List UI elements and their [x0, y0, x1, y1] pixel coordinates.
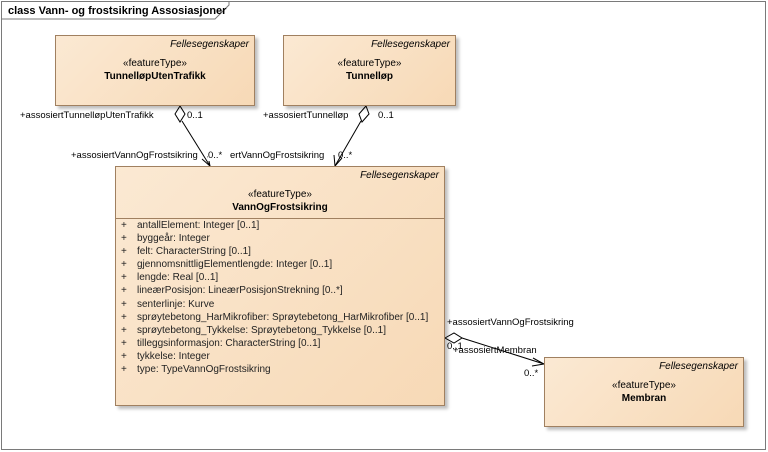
class-package: Fellesegenskaper — [360, 170, 439, 181]
attribute-row[interactable]: + tykkelse: Integer — [120, 350, 428, 363]
attribute-visibility: + — [121, 298, 127, 310]
class-stereotype: «featureType» — [612, 380, 676, 391]
class-stereotype: «featureType» — [123, 58, 187, 69]
attribute-row[interactable]: + tilleggsinformasjon: CharacterString [0… — [120, 337, 428, 350]
attribute-visibility: + — [121, 337, 127, 349]
attribute-row[interactable]: + sprøytebetong_HarMikrofiber: Sprøytebet… — [120, 311, 428, 324]
attribute-text: felt: CharacterString [0..1] — [137, 246, 251, 258]
class-stereotype: «featureType» — [337, 58, 402, 69]
attribute-text: tilleggsinformasjon: CharacterString [0.… — [137, 337, 321, 349]
class-name: Membran — [621, 393, 667, 404]
attribute-visibility: + — [121, 220, 127, 231]
class-name: TunnelløpUtenTrafikk — [104, 71, 206, 82]
attribute-row[interactable]: + sprøytebetong_Tykkelse: Sprøytebetong_T… — [120, 324, 428, 337]
attribute-row[interactable]: + type: TypeVannOgFrostsikring — [120, 363, 428, 376]
assoc-line-tunnellop — [334, 120, 362, 167]
class-membran[interactable]: Fellesegenskaper «featureType» Membran — [544, 357, 744, 427]
class-name: Tunnelløp — [345, 71, 394, 82]
attribute-visibility: + — [121, 272, 127, 284]
attribute-row[interactable]: + senterlinje: Kurve — [120, 298, 428, 311]
attribute-text: tykkelse: Integer — [137, 350, 210, 362]
attribute-visibility: + — [121, 246, 127, 258]
class-vann-og-frostsikring[interactable]: Fellesegenskaper «featureType» VannOgFro… — [115, 166, 445, 406]
attribute-row[interactable]: + gjennomsnittligElementlengde: Integer [… — [120, 258, 428, 271]
role-label-assosiert-tunnellop-uten-trafikk: +assosiertTunnelløpUtenTrafikk — [20, 110, 154, 121]
attribute-visibility: + — [121, 233, 127, 245]
attribute-row[interactable]: + lineærPosisjon: LineærPosisjonStrekning… — [120, 284, 428, 297]
class-name: VannOgFrostsikring — [232, 202, 328, 213]
class-tunnellop-uten-trafikk[interactable]: Fellesegenskaper «featureType» Tunnelløp… — [55, 35, 255, 106]
aggregation-diamond-tunnellop-uten-trafikk — [174, 105, 186, 123]
attribute-text: senterlinje: Kurve — [137, 298, 215, 310]
role-label-assosiert-vann-og-frostsikring-1: +assosiertVannOgFrostsikring — [71, 150, 198, 161]
attribute-text: type: TypeVannOgFrostsikring — [137, 364, 271, 376]
class-package: Fellesegenskaper — [371, 39, 450, 50]
attribute-visibility: + — [121, 324, 127, 336]
attribute-row[interactable]: + byggeår: Integer — [120, 232, 428, 245]
attribute-text: gjennomsnittligElementlengde: Integer [0… — [137, 259, 333, 271]
attribute-row[interactable]: + antallElement: Integer [0..1] — [120, 219, 428, 232]
attribute-text: lineærPosisjon: LineærPosisjonStrekning … — [137, 285, 343, 297]
role-label-assosiert-tunnellop: +assosiertTunnelløp — [263, 110, 349, 121]
attribute-text: sprøytebetong_HarMikrofiber: Sprøytebeto… — [137, 311, 429, 323]
attribute-text: lengde: Real [0..1] — [137, 272, 219, 284]
role-label-assosiert-membran: +assosiertMembran — [453, 345, 537, 356]
multiplicity-vann-og-frostsikring-1: 0..* — [208, 150, 223, 161]
frame-tab — [2, 2, 230, 20]
aggregation-diamond-tunnellop — [358, 105, 370, 123]
multiplicity-vann-og-frostsikring-3: 0..1 — [447, 341, 463, 352]
attribute-visibility: + — [121, 364, 127, 376]
attribute-visibility: + — [121, 350, 127, 362]
attribute-row[interactable]: + lengde: Real [0..1] — [120, 271, 428, 284]
attribute-visibility: + — [121, 311, 127, 323]
class-stereotype: «featureType» — [248, 189, 312, 200]
class-package: Fellesegenskaper — [170, 39, 249, 50]
multiplicity-tunnellop: 0..1 — [378, 110, 394, 121]
frame-title: class Vann- og frostsikring Assosiasjone… — [8, 5, 227, 17]
attribute-visibility: + — [121, 285, 127, 297]
attribute-row[interactable]: + felt: CharacterString [0..1] — [120, 245, 428, 258]
attribute-text: byggeår: Integer — [137, 233, 210, 245]
role-label-assosiert-vann-og-frostsikring-3: +assosiertVannOgFrostsikring — [447, 317, 574, 328]
class-divider — [116, 218, 444, 219]
role-label-assosiert-vann-og-frostsikring-2: ertVannOgFrostsikring — [230, 150, 325, 161]
multiplicity-vann-og-frostsikring-2: 0..* — [338, 150, 353, 161]
attribute-list: + antallElement: Integer [0..1] + byggeår: … — [120, 219, 428, 376]
attribute-text: sprøytebetong_Tykkelse: Sprøytebetong_Ty… — [137, 324, 387, 336]
assoc-line-tunnellop-uten-trafikk — [181, 120, 211, 167]
multiplicity-tunnellop-uten-trafikk: 0..1 — [187, 110, 203, 121]
multiplicity-membran: 0..* — [524, 368, 539, 379]
attribute-text: antallElement: Integer [0..1] — [137, 220, 260, 231]
attribute-visibility: + — [121, 259, 127, 271]
class-package: Fellesegenskaper — [659, 361, 738, 372]
assoc-line-membran — [461, 337, 545, 365]
class-tunnellop[interactable]: Fellesegenskaper «featureType» Tunnelløp — [283, 35, 456, 106]
